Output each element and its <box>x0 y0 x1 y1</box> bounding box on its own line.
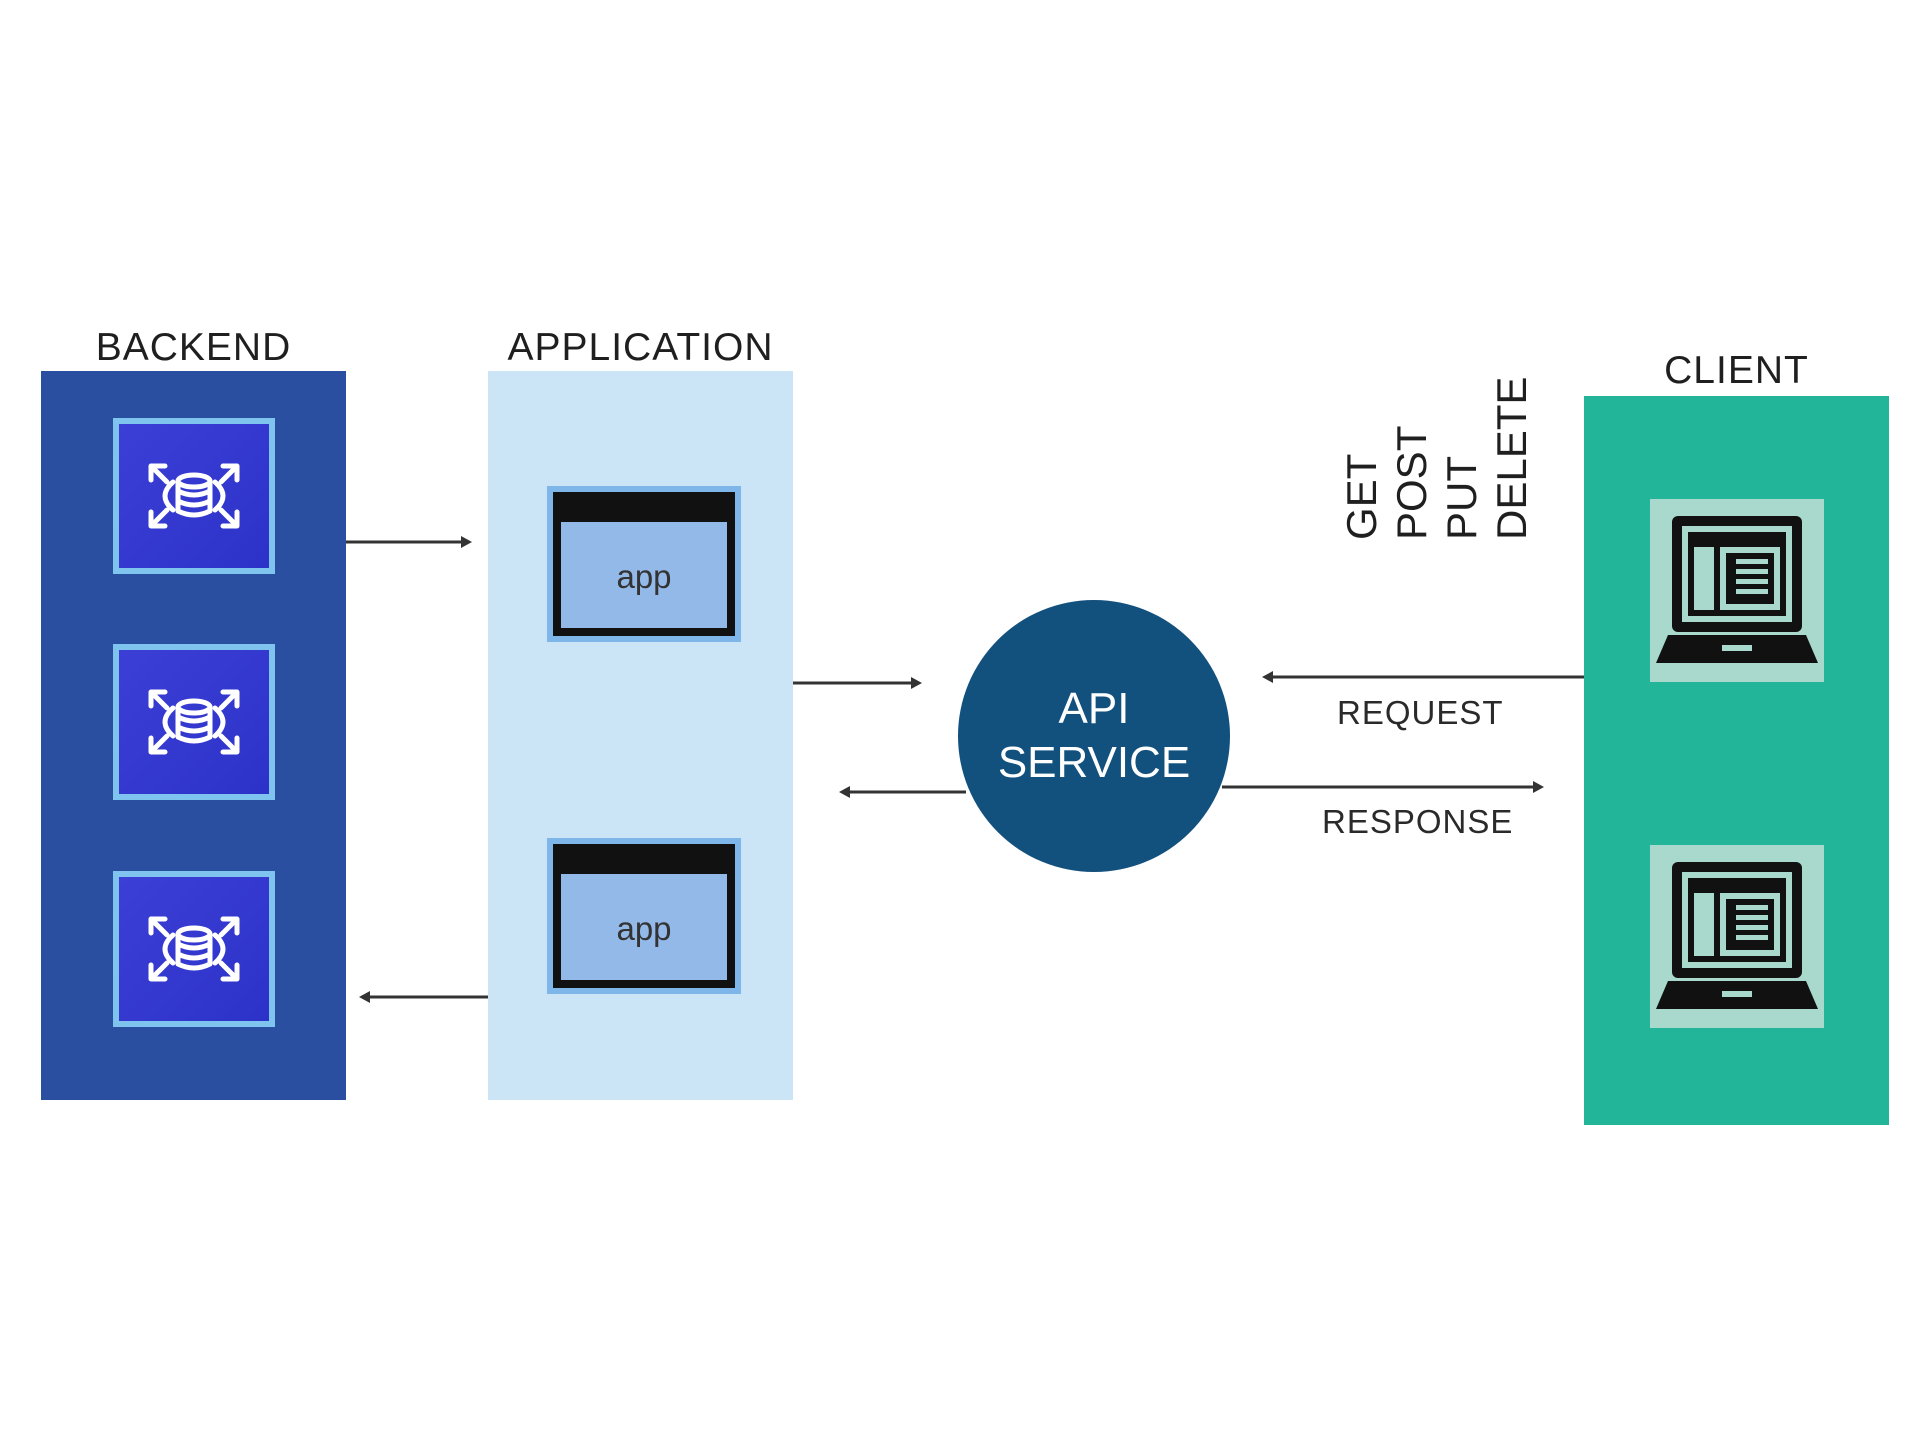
application-title: APPLICATION <box>507 326 774 369</box>
database-icon <box>148 916 240 982</box>
arrowhead <box>839 786 850 798</box>
database-tile <box>113 644 275 800</box>
response-label: RESPONSE <box>1322 803 1514 840</box>
application-panel: app app <box>488 371 793 1100</box>
api-service-node: API SERVICE <box>958 600 1230 872</box>
database-tile <box>113 418 275 574</box>
client-device-tile <box>1650 845 1824 1028</box>
api-label-line2: SERVICE <box>997 738 1191 787</box>
app-window: app <box>547 838 741 994</box>
arrowhead <box>1262 671 1273 683</box>
arrowhead <box>461 536 472 548</box>
app-label: app <box>616 558 672 595</box>
database-icon <box>148 689 240 755</box>
app-window: app <box>547 486 741 642</box>
laptop-icon <box>1656 862 1818 1009</box>
arrowhead <box>359 991 370 1003</box>
backend-panel <box>41 371 346 1100</box>
client-device-tile <box>1650 499 1824 682</box>
api-label-line1: API <box>1058 684 1130 733</box>
database-tile <box>113 871 275 1027</box>
arrowhead <box>911 677 922 689</box>
client-title: CLIENT <box>1664 349 1809 392</box>
laptop-icon <box>1656 516 1818 663</box>
request-label: REQUEST <box>1337 694 1504 731</box>
app-label: app <box>616 910 672 947</box>
arrowhead <box>1533 781 1544 793</box>
client-panel <box>1584 396 1889 1125</box>
database-icon <box>148 463 240 529</box>
backend-title: BACKEND <box>95 326 292 369</box>
